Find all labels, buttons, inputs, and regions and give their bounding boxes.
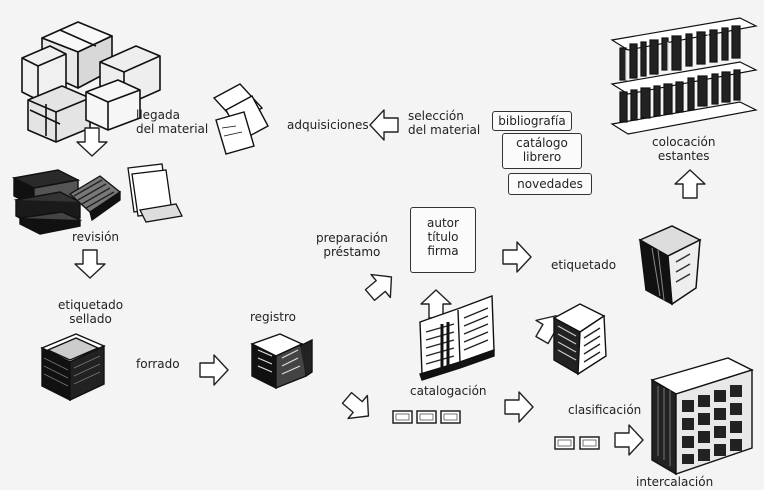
label-forrado: forrado <box>136 357 180 371</box>
box-bibliografia: bibliografía <box>492 111 572 131</box>
bookshelf-icon <box>610 17 758 135</box>
label-catalogacion: catalogación <box>410 384 487 398</box>
label-etiquetado: etiquetado <box>551 258 617 272</box>
sealed-books-icon <box>40 333 106 402</box>
papers-icon <box>212 83 269 155</box>
label-adquisiciones: adquisiciones <box>287 118 369 132</box>
registry-book-icon <box>250 333 313 390</box>
label-intercalacion: intercalación <box>636 475 714 489</box>
label-registro: registro <box>250 310 296 324</box>
catalog-book-icon <box>419 295 495 381</box>
labeled-book-icon <box>552 303 607 376</box>
boxes-icon <box>21 21 161 143</box>
card-cabinet-icon <box>650 357 754 476</box>
open-books-icon <box>68 163 183 223</box>
label-revision: revisión <box>72 230 120 244</box>
box-novedades: novedades <box>508 173 592 195</box>
books-stack-icon <box>11 169 83 235</box>
label-clasificacion: clasificación <box>568 403 642 417</box>
spine-book-icon <box>638 225 702 306</box>
